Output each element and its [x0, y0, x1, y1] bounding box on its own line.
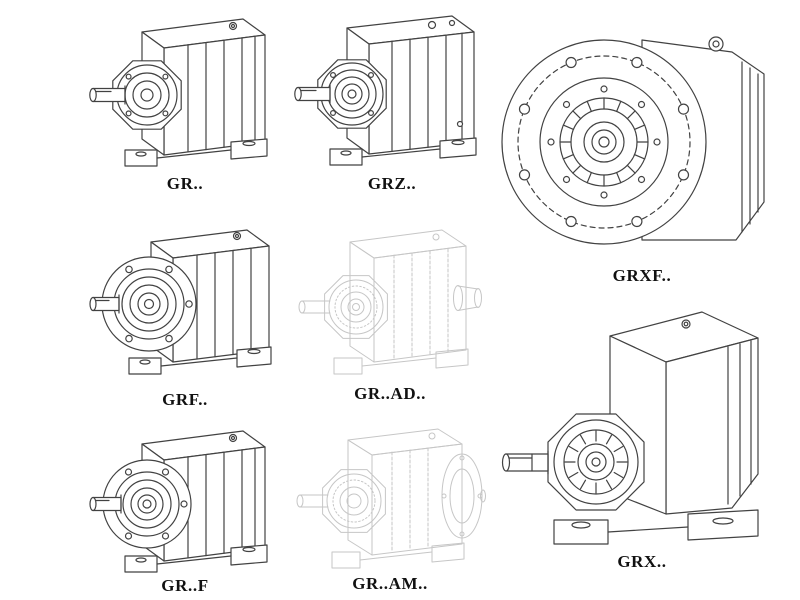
gearbox-drawing-grff	[89, 430, 268, 573]
figure-label-grz: GRZ..	[367, 174, 417, 193]
gearbox-drawing-grxf	[501, 36, 765, 245]
figure-label-gram: GR..AM..	[352, 574, 428, 593]
figure-label-grf: GRF..	[162, 390, 208, 409]
gearbox-drawing-grad	[298, 229, 482, 375]
gearbox-drawing-gram	[296, 428, 486, 569]
figure-grx: GRX..	[492, 306, 792, 572]
figure-label-grff: GR..F	[161, 576, 209, 595]
gearbox-drawing-grf	[89, 229, 272, 375]
gearbox-drawing-grz	[294, 15, 477, 166]
figure-label-grad: GR..AD..	[354, 384, 426, 403]
figure-grff: GR..F	[85, 416, 285, 596]
figure-grxf: GRXF..	[492, 6, 792, 286]
figure-grad: GR..AD..	[290, 212, 490, 404]
gearbox-drawing-gr	[89, 18, 268, 167]
figure-gr: GR..	[85, 2, 285, 194]
figure-label-grxf: GRXF..	[612, 266, 672, 285]
figure-label-gr: GR..	[166, 174, 204, 193]
figure-grf: GRF..	[85, 208, 285, 410]
figure-label-grx: GRX..	[617, 552, 667, 571]
figure-gram: GR..AM..	[290, 414, 490, 594]
gearbox-drawing-grx	[501, 311, 759, 545]
figure-grz: GRZ..	[292, 2, 492, 194]
